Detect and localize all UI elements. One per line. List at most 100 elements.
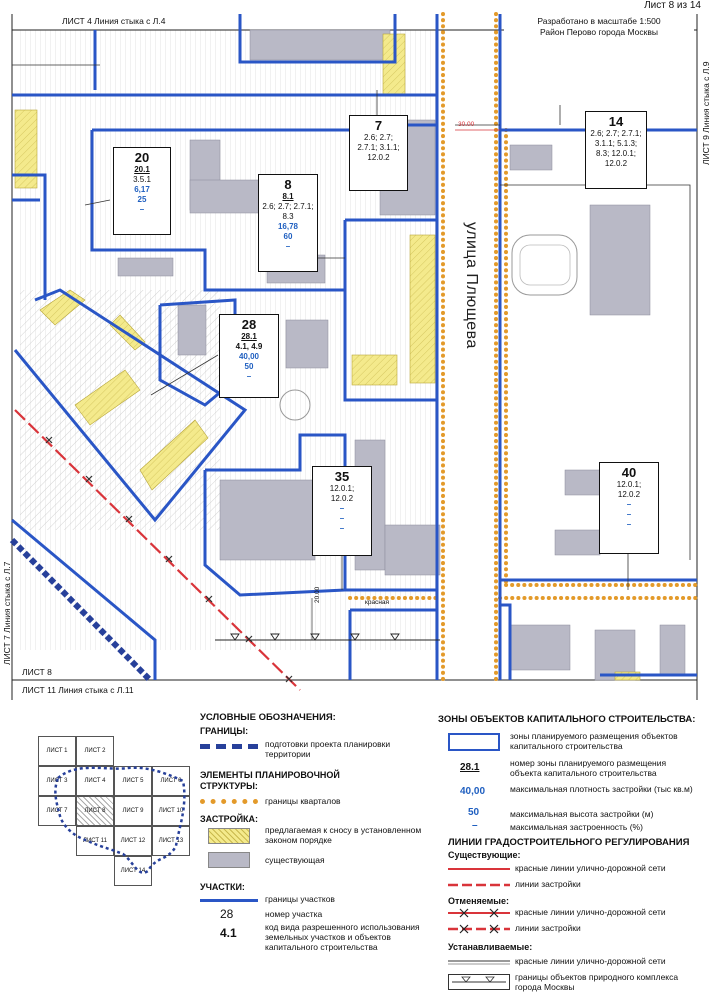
key-cell-9[interactable]: ЛИСТ 9 xyxy=(114,796,152,826)
coverage: – xyxy=(285,242,291,251)
plot-infobox-14[interactable]: 14 2.6; 2.7; 2.7.1; 3.1.1; 5.1.3; 8.3; 1… xyxy=(585,111,647,189)
plot-number: 20 xyxy=(134,150,150,165)
zone-swatch xyxy=(448,733,500,751)
elements-heading: ЭЛЕМЕНТЫ ПЛАНИРОВОЧНОЙ СТРУКТУРЫ: xyxy=(200,770,340,791)
density-value: 40,00 xyxy=(460,786,486,797)
key-cell-13[interactable]: ЛИСТ 13 xyxy=(152,826,190,856)
red-line-swatch xyxy=(448,868,510,870)
map-area[interactable]: Лист 8 из 14 Разработано в масштабе 1:50… xyxy=(0,0,711,700)
key-cell-11[interactable]: ЛИСТ 11 xyxy=(76,826,114,856)
nature-border-swatch xyxy=(448,974,510,990)
key-cell-8[interactable]: ЛИСТ 8 xyxy=(76,796,114,826)
quarter-border-swatch xyxy=(200,799,258,804)
use-code: 12.0.1; 12.0.2 xyxy=(329,484,355,503)
use-code: 3.5.1 xyxy=(133,175,151,184)
plot-border-swatch xyxy=(200,899,258,902)
key-cell-4[interactable]: ЛИСТ 4 xyxy=(76,766,114,796)
red-lines-label: красные линии улично-дорожной сети xyxy=(515,863,666,873)
coverage: – xyxy=(246,372,252,381)
dim-top: 30.00 xyxy=(458,121,475,128)
zone-label: зоны планируемого размещения объектов ка… xyxy=(510,731,678,751)
coverage-value: – xyxy=(472,820,478,831)
nature-border xyxy=(9,537,153,683)
plot-code-value: 4.1 xyxy=(220,926,237,940)
key-cell-1[interactable]: ЛИСТ 1 xyxy=(38,736,76,766)
edge-label-left: ЛИСТ 7 Линия стыка с Л.7 xyxy=(2,561,12,665)
edge-label-right: ЛИСТ 9 Линия стыка с Л.9 xyxy=(701,61,711,165)
sheet-number: Лист 8 из 14 xyxy=(644,0,701,11)
zones-heading: ЗОНЫ ОБЪЕКТОВ КАПИТАЛЬНОГО СТРОИТЕЛЬСТВА… xyxy=(438,714,696,725)
map-svg[interactable] xyxy=(0,0,711,700)
existing-label: существующая xyxy=(265,855,325,865)
coverage: – xyxy=(139,205,145,214)
coverage: – xyxy=(626,520,632,529)
plot-border-label: границы участков xyxy=(265,894,335,904)
established-heading: Устанавливаемые: xyxy=(448,942,533,952)
coverage: – xyxy=(339,524,345,533)
plots-heading: УЧАСТКИ: xyxy=(200,882,245,892)
red-lines-cancel-label: красные линии улично-дорожной сети xyxy=(515,907,666,917)
red-line-cancel-swatch xyxy=(448,908,510,918)
use-code: 2.6; 2.7; 2.7.1; 8.3 xyxy=(262,202,314,221)
lines-heading: ЛИНИИ ГРАДОСТРОИТЕЛЬНОГО РЕГУЛИРОВАНИЯ xyxy=(448,837,690,848)
cancelled-marks xyxy=(45,436,293,683)
height-value: 50 xyxy=(468,807,480,818)
density-label: максимальная плотность застройки (тыс кв… xyxy=(510,784,693,794)
plot-number: 40 xyxy=(621,465,637,480)
use-code: 2.6; 2.7; 2.7.1; 3.1.1; 5.1.3; 8.3; 12.0… xyxy=(590,129,642,168)
plot-infobox-7[interactable]: 7 2.6; 2.7; 2.7.1; 3.1.1; 12.0.2 xyxy=(349,115,408,191)
height: 50 xyxy=(244,362,254,371)
existing-lines-heading: Существующие: xyxy=(448,850,521,860)
key-cell-10[interactable]: ЛИСТ 10 xyxy=(152,796,190,826)
street-name: улица Плющева xyxy=(463,222,480,349)
zone-code: 8.1 xyxy=(282,192,294,201)
key-map-boundary xyxy=(54,766,186,874)
zone-num-value: 28.1 xyxy=(460,762,480,773)
height: – xyxy=(626,510,632,519)
plot-infobox-40[interactable]: 40 12.0.1; 12.0.2 – – – xyxy=(599,462,659,554)
density: – xyxy=(626,500,632,509)
demolish-label: предлагаемая к сносу в установленном зак… xyxy=(265,825,422,845)
coverage-label: максимальная застроенность (%) xyxy=(510,822,643,832)
density: 40,00 xyxy=(238,352,260,361)
build-line-cancel-swatch xyxy=(448,924,510,934)
plot-borders xyxy=(11,14,697,680)
plot-number: 28 xyxy=(241,317,257,332)
edge-label-bottom: ЛИСТ 11 Линия стыка с Л.11 xyxy=(22,685,134,695)
dim-bottom: 20.00 xyxy=(314,586,321,603)
plot-infobox-28[interactable]: 28 28.1 4.1, 4.9 40,00 50 – xyxy=(219,314,279,398)
legend: ЛИСТ 1 ЛИСТ 2 ЛИСТ 3 ЛИСТ 4 ЛИСТ 5 ЛИСТ … xyxy=(0,700,711,1002)
height-label: максимальная высота застройки (м) xyxy=(510,809,654,819)
buildings-heading: ЗАСТРОЙКА: xyxy=(200,814,259,824)
plot-num-label: номер участка xyxy=(265,909,323,919)
use-code: 2.6; 2.7; 2.7.1; 3.1.1; 12.0.2 xyxy=(357,133,400,162)
nature-border-label: границы объектов природного комплекса го… xyxy=(515,972,679,992)
plot-code-label: код вида разрешенного использования земе… xyxy=(265,922,420,952)
build-lines-cancel-label: линии застройки xyxy=(515,923,581,933)
build-lines-label: линии застройки xyxy=(515,879,581,889)
zone-code: 28.1 xyxy=(241,332,257,341)
red-line-label: красная xyxy=(365,599,390,606)
height: 60 xyxy=(283,232,293,241)
plot-number: 7 xyxy=(374,118,383,133)
quarter-border-label: границы кварталов xyxy=(265,796,341,806)
project-border-label: подготовки проекта планировки территории xyxy=(265,739,391,759)
key-cell-2[interactable]: ЛИСТ 2 xyxy=(76,736,114,766)
key-cell-12[interactable]: ЛИСТ 12 xyxy=(114,826,152,856)
key-map: ЛИСТ 1 ЛИСТ 2 ЛИСТ 3 ЛИСТ 4 ЛИСТ 5 ЛИСТ … xyxy=(38,736,190,916)
scale-line-1: Разработано в масштабе 1:500 xyxy=(537,16,661,26)
key-cell-5[interactable]: ЛИСТ 5 xyxy=(114,766,152,796)
height: 25 xyxy=(137,195,147,204)
plot-infobox-35[interactable]: 35 12.0.1; 12.0.2 – – – xyxy=(312,466,372,556)
use-code: 4.1, 4.9 xyxy=(235,342,263,351)
established-red-line xyxy=(215,633,440,641)
plot-infobox-8[interactable]: 8 8.1 2.6; 2.7; 2.7.1; 8.3 16,78 60 – xyxy=(258,174,318,272)
project-border-swatch xyxy=(200,744,258,749)
build-line-swatch xyxy=(448,883,510,887)
plot-infobox-20[interactable]: 20 20.1 3.5.1 6,17 25 – xyxy=(113,147,171,235)
legend-title: УСЛОВНЫЕ ОБОЗНАЧЕНИЯ: xyxy=(200,712,336,723)
borders-heading: ГРАНИЦЫ: xyxy=(200,726,249,736)
key-cell-7[interactable]: ЛИСТ 7 xyxy=(38,796,76,826)
height: – xyxy=(339,514,345,523)
density: 16,78 xyxy=(277,222,299,231)
